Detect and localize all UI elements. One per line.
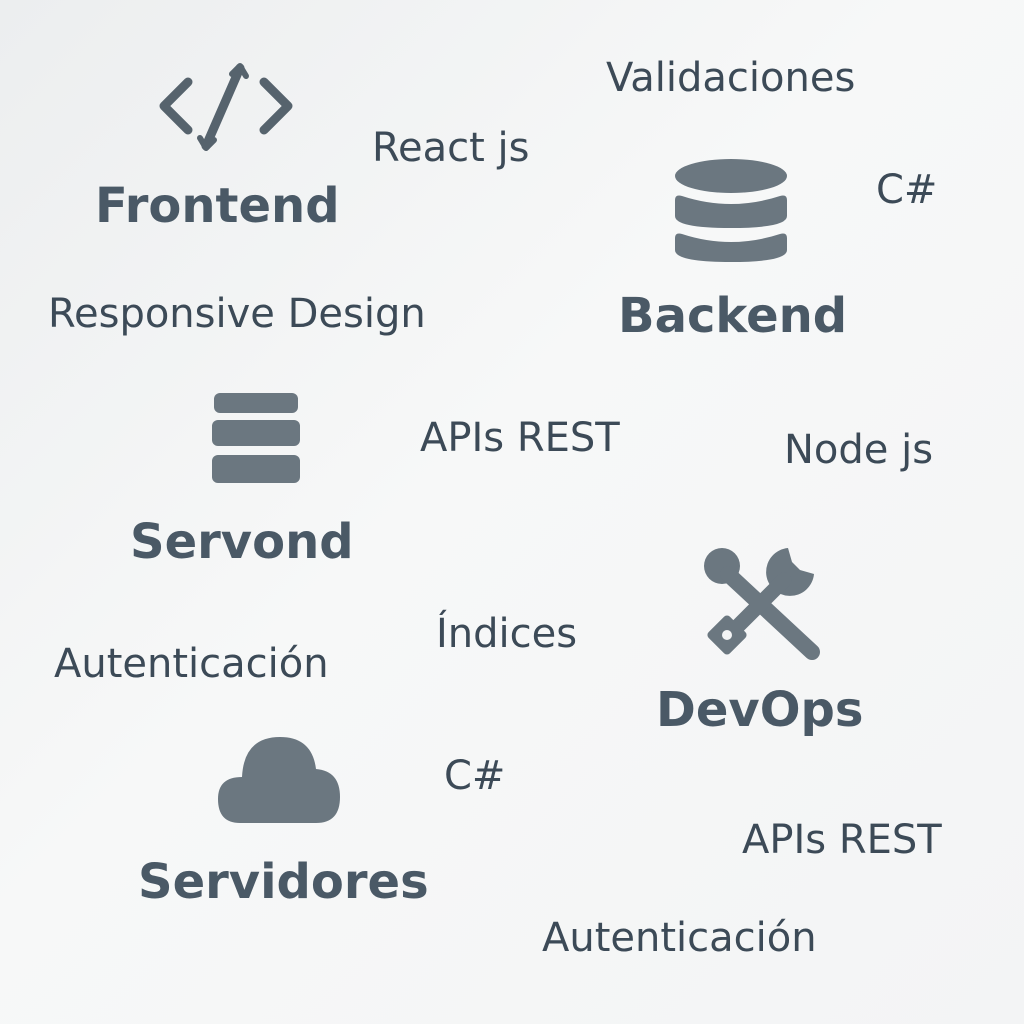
servond-heading: Servond — [130, 514, 354, 570]
frontend-heading: Frontend — [95, 178, 340, 234]
backend-heading: Backend — [618, 288, 848, 344]
term-apis-rest-bottom: APIs REST — [742, 817, 942, 863]
term-validaciones: Validaciones — [606, 55, 856, 101]
term-autenticacion-bottom: Autenticación — [542, 915, 817, 961]
term-node-js: Node js — [784, 427, 934, 473]
term-apis-rest-middle: APIs REST — [420, 415, 620, 461]
term-autenticacion-left: Autenticación — [54, 641, 329, 687]
cloud-icon — [216, 733, 342, 825]
devops-heading: DevOps — [656, 682, 864, 738]
wrench-screwdriver-icon — [700, 544, 824, 664]
database-icon — [672, 156, 790, 266]
term-csharp-top: C# — [876, 167, 938, 213]
term-csharp-bottom: C# — [444, 753, 506, 799]
term-react-js: React js — [372, 125, 530, 171]
term-indices: Índices — [436, 611, 578, 657]
servidores-heading: Servidores — [138, 854, 429, 910]
server-stack-icon — [210, 392, 302, 486]
term-responsive-design: Responsive Design — [48, 291, 426, 337]
code-brackets-icon — [156, 60, 296, 154]
